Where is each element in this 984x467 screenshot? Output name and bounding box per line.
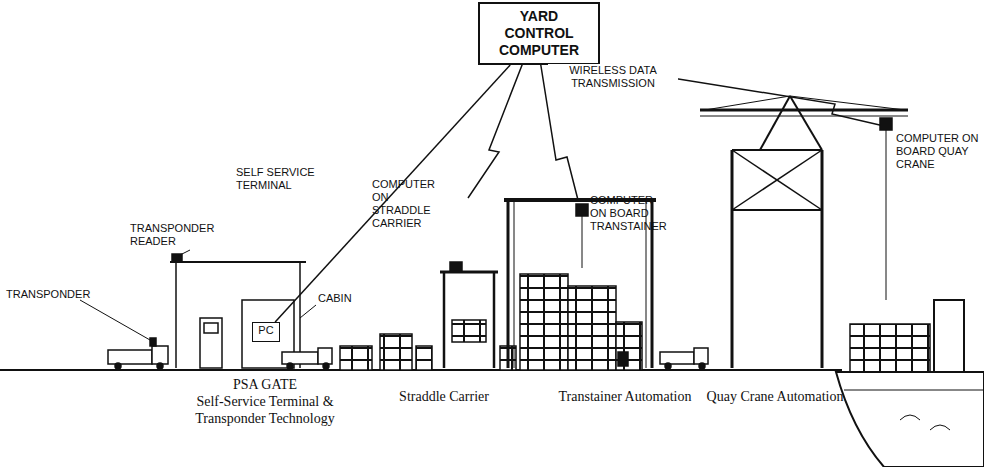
part-label: TRANSPONDER (6, 288, 106, 301)
computer-box: PC (252, 322, 280, 342)
link-label: WIRELESS DATA TRANSMISSION (548, 64, 678, 90)
container-stack (340, 346, 372, 370)
section-caption: Quay Crane Automation (700, 388, 850, 405)
section-title: PSA GATE (200, 376, 330, 393)
section-caption: Self-Service Terminal & Transponder Tech… (180, 393, 350, 427)
part-label: COMPUTER ON BOARD TRANSTAINER (590, 194, 672, 233)
truck (80, 300, 168, 369)
container-stack (380, 334, 412, 370)
process-box: YARD CONTROL COMPUTER (478, 2, 600, 65)
part-label: TRANSPONDER READER (130, 222, 220, 248)
part-label: SELF SERVICE TERMINAL (236, 166, 320, 192)
section-caption: Straddle Carrier (394, 388, 494, 405)
part-label: CABIN (318, 292, 374, 305)
container-stack (416, 346, 432, 370)
straddle-carrier (440, 262, 516, 370)
ship (836, 300, 984, 467)
part-label: COMPUTER ON STRADDLE CARRIER (372, 178, 446, 230)
section-caption: Transtainer Automation (540, 388, 710, 405)
part-label: COMPUTER ON BOARD QUAY CRANE (896, 132, 980, 171)
psa-gate (170, 254, 316, 368)
node-text: PC (256, 324, 276, 336)
wireless-link (275, 65, 510, 322)
leader-line (178, 250, 190, 256)
truck (282, 348, 332, 369)
truck (660, 348, 708, 369)
node-text: YARD CONTROL COMPUTER (488, 8, 590, 59)
